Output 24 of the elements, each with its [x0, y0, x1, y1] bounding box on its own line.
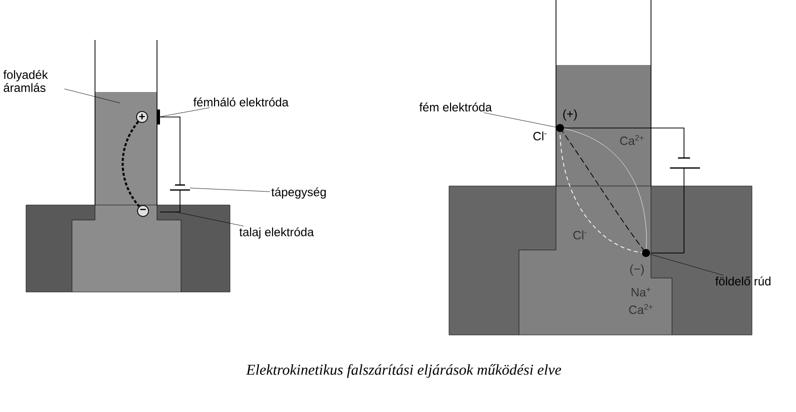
leader-line [160, 107, 210, 117]
callout-text: tápegység [271, 187, 326, 199]
ion-label: Ca$^{2+}$ [620, 134, 644, 146]
electrode-dot [642, 249, 650, 257]
callout-text: fémháló elektróda [193, 98, 289, 106]
leader-line [64, 88, 120, 104]
callout-text: talaj elektróda [239, 227, 314, 239]
electrode-plate [157, 110, 160, 124]
electrode-dot [556, 124, 564, 132]
ion-label: Cl$^{-}$ [533, 132, 546, 140]
callout-text: földelő rúd [715, 276, 770, 286]
callout-text: folyadék áramlás [3, 70, 48, 92]
leader-line [650, 254, 724, 276]
ion-label: Ca$^{2+}$ [629, 304, 653, 314]
callout-text: fém elektróda [419, 102, 492, 112]
leader-line [484, 112, 556, 128]
leader-line [176, 212, 244, 226]
ion-label: (+) [563, 109, 577, 121]
ion-label: (−) [630, 264, 644, 276]
leader-line [190, 188, 270, 192]
ion-label: Cl$^{-}$ [573, 230, 586, 240]
caption: Elektrokinetikus falszárítási eljárások működési elve [246, 364, 562, 378]
dotted-flow-curve [122, 120, 140, 208]
ion-label: Na$^{+}$ [632, 287, 650, 297]
